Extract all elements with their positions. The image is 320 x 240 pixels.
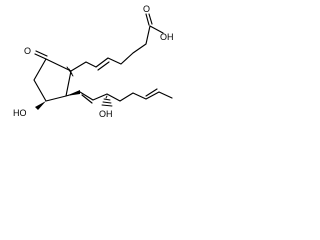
ring-carbonyl-oxygen-label: O xyxy=(24,46,31,56)
cyclopentane-ring xyxy=(33,58,72,102)
carboxylic-acid-group: O OH xyxy=(143,4,174,42)
lower-alkyl-chain xyxy=(65,88,173,104)
acid-hydroxyl-label: OH xyxy=(160,32,174,42)
chain-hydroxyl-label: OH xyxy=(99,109,113,119)
ring-hydroxyl-label: HO xyxy=(13,108,27,118)
ring-hydroxyl-group: HO xyxy=(13,101,46,118)
ring-ketone: O xyxy=(24,46,48,60)
stereo-wedge-c12 xyxy=(66,90,80,96)
stereo-hash-c8 xyxy=(66,66,74,77)
acid-carbonyl-oxygen-label: O xyxy=(143,4,150,14)
chain-hydroxyl-group: OH xyxy=(99,95,113,119)
prostaglandin-structure-diagram: O OH O HO OH xyxy=(13,4,174,119)
upper-alkyl-chain xyxy=(70,25,151,72)
